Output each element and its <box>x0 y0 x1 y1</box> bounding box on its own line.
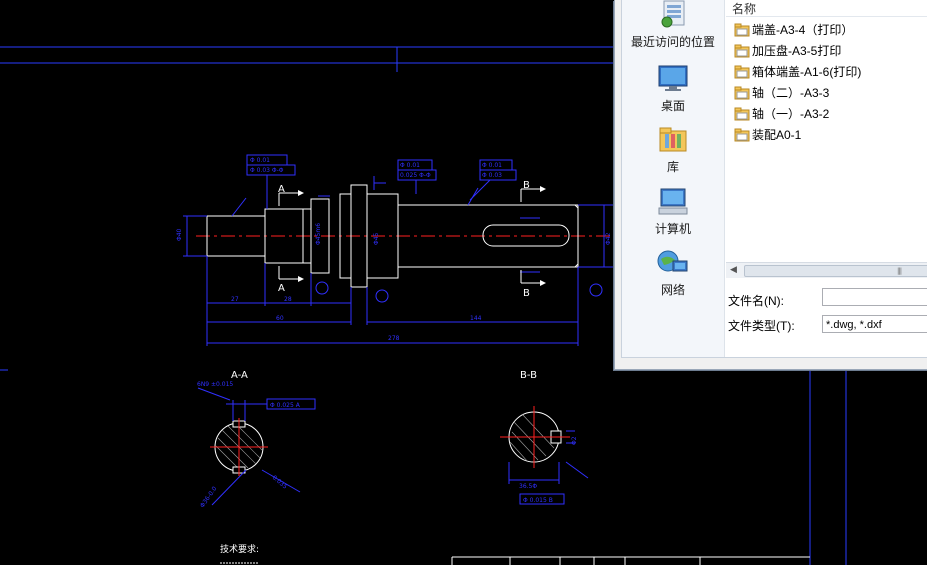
place-network[interactable]: 网络 <box>622 248 724 298</box>
file-item[interactable]: 端盖-A3-4（打印） <box>734 21 853 41</box>
file-name: 装配A0-1 <box>752 128 802 142</box>
open-file-dialog: 最近访问的位置 桌面 库 <box>614 0 927 370</box>
scroll-left-arrow-icon[interactable]: ◀ <box>730 265 737 275</box>
column-header-name[interactable]: 名称 <box>726 0 927 17</box>
places-bar: 最近访问的位置 桌面 库 <box>622 0 725 357</box>
place-label: 网络 <box>660 283 685 297</box>
file-name: 箱体端盖-A1-6(打印) <box>752 65 862 79</box>
dialog-content: 最近访问的位置 桌面 库 <box>621 0 927 358</box>
svg-text:Φ36-0.0: Φ36-0.0 <box>199 485 219 509</box>
file-item[interactable]: 装配A0-1 <box>734 126 801 146</box>
svg-text:Φ2: Φ2 <box>571 436 578 445</box>
svg-text:Φ 0.03 Φ-Φ: Φ 0.03 Φ-Φ <box>250 167 284 174</box>
network-icon <box>657 250 688 272</box>
dwg-file-icon <box>734 65 750 79</box>
place-label: 库 <box>666 160 679 174</box>
computer-icon <box>658 188 688 215</box>
scrollbar-grip-icon: ||| <box>897 267 902 275</box>
cut-label-a-bottom: A <box>278 283 285 294</box>
dwg-file-icon <box>734 23 750 37</box>
dwg-file-icon <box>734 44 750 58</box>
svg-text:Φ 0.03: Φ 0.03 <box>482 172 502 179</box>
dwg-file-icon <box>734 86 750 100</box>
svg-text:0.025 Φ-Φ: 0.025 Φ-Φ <box>400 172 431 179</box>
svg-text:27: 27 <box>231 296 239 303</box>
svg-text:60: 60 <box>276 315 284 322</box>
file-name: 端盖-A3-4（打印） <box>752 23 854 37</box>
cut-label-b-top: B <box>523 180 530 191</box>
place-label: 桌面 <box>660 99 685 113</box>
filename-input[interactable] <box>822 288 927 306</box>
svg-text:0.035: 0.035 <box>271 474 289 491</box>
file-list-horizontal-scrollbar[interactable]: ◀ ||| <box>726 262 927 278</box>
place-computer[interactable]: 计算机 <box>622 187 724 237</box>
tech-requirements-label: 技术要求: <box>220 543 259 555</box>
dwg-file-icon <box>734 107 750 121</box>
section-a-title: A-A <box>231 370 248 381</box>
section-b-title: B-B <box>520 370 537 381</box>
svg-text:Φ 0.01: Φ 0.01 <box>400 162 420 169</box>
place-label: 计算机 <box>654 222 691 236</box>
dwg-file-icon <box>734 128 750 142</box>
file-item[interactable]: 轴（一）-A3-2 <box>734 105 829 125</box>
file-item[interactable]: 轴（二）-A3-3 <box>734 84 829 104</box>
file-item[interactable]: 加压盘-A3-5打印 <box>734 42 841 62</box>
section-cut-markers <box>278 188 540 284</box>
place-desktop[interactable]: 桌面 <box>622 64 724 114</box>
shaft-outline <box>206 184 579 288</box>
svg-text:144: 144 <box>470 315 482 322</box>
svg-text:Φ40: Φ40 <box>176 228 183 241</box>
place-recent[interactable]: 最近访问的位置 <box>622 0 724 50</box>
filename-label: 文件名(N): <box>728 294 784 308</box>
dimension-lines <box>183 154 614 346</box>
svg-text:278: 278 <box>388 335 400 342</box>
section-a-view: 6N9 ±0.015 Φ 0.025 A Φ36-0.0 0.035 <box>197 381 316 509</box>
svg-text:Φ 0.025 A: Φ 0.025 A <box>270 402 301 409</box>
place-library[interactable]: 库 <box>622 125 724 175</box>
recent-places-icon <box>661 0 685 28</box>
file-name: 轴（二）-A3-3 <box>752 86 830 100</box>
svg-text:36.5Φ: 36.5Φ <box>519 483 537 490</box>
dimension-text: 27 28 60 144 278 Φ 0.01 Φ 0.03 Φ-Φ Φ 0.0… <box>176 157 612 342</box>
filetype-label: 文件类型(T): <box>728 319 795 333</box>
section-b-view: 36.5Φ Φ 0.015 B Φ2 <box>500 406 589 505</box>
svg-text:Φ 0.01: Φ 0.01 <box>250 157 270 164</box>
desktop-icon <box>658 65 688 91</box>
file-item[interactable]: 箱体端盖-A1-6(打印) <box>734 63 861 83</box>
svg-text:6N9 ±0.015: 6N9 ±0.015 <box>197 381 233 388</box>
cut-label-b-bottom: B <box>523 288 530 299</box>
file-name: 加压盘-A3-5打印 <box>752 44 842 58</box>
svg-text:Φ 0.01: Φ 0.01 <box>482 162 502 169</box>
filetype-select[interactable]: *.dwg, *.dxf <box>822 315 927 333</box>
svg-text:Φ45: Φ45 <box>373 232 380 245</box>
svg-text:28: 28 <box>284 296 292 303</box>
file-list[interactable]: 名称 端盖-A3-4（打印） 加压盘-A3-5打印 箱体端盖-A1-6(打印) <box>726 0 927 262</box>
cut-label-a-top: A <box>278 184 285 195</box>
svg-text:Φ 0.015 B: Φ 0.015 B <box>523 497 553 504</box>
scrollbar-thumb[interactable]: ||| <box>744 265 927 277</box>
file-name: 轴（一）-A3-2 <box>752 107 830 121</box>
library-icon <box>659 127 687 152</box>
drawing-frame <box>0 46 847 565</box>
title-block <box>451 556 810 565</box>
svg-text:Φ42: Φ42 <box>605 232 612 245</box>
place-label: 最近访问的位置 <box>630 35 715 49</box>
svg-text:Φ45m6: Φ45m6 <box>315 223 322 245</box>
